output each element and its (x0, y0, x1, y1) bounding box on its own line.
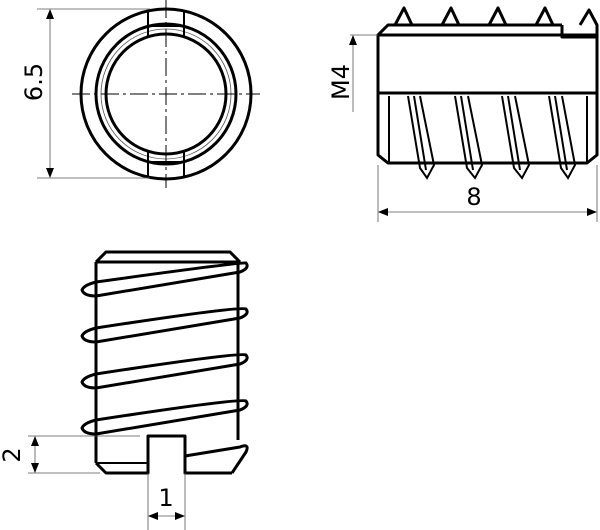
top-teeth (393, 6, 599, 37)
slot-view: 2 1 (0, 250, 249, 530)
slot-top (147, 10, 185, 36)
end-view: 6.5 (20, 0, 260, 188)
thread-dimension: M4 (327, 34, 378, 112)
side-view: M4 8 (327, 6, 599, 222)
slot-depth-dimension: 2 (0, 435, 140, 474)
slot-width-dimension: 1 (147, 473, 186, 530)
slot-width-label: 1 (158, 484, 173, 512)
slot-depth-label: 2 (0, 447, 26, 462)
length-label: 8 (466, 183, 481, 211)
diameter-label: 6.5 (20, 63, 48, 101)
diameter-dimension: 6.5 (20, 8, 150, 179)
length-dimension: 8 (377, 165, 598, 222)
thread-label: M4 (327, 64, 355, 100)
thread-flanks (407, 95, 577, 180)
helical-threads (80, 261, 249, 474)
